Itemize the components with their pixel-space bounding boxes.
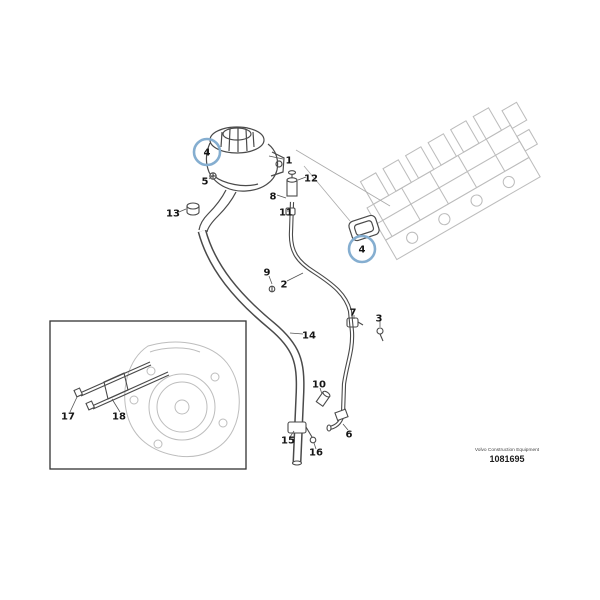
clip-7 (346, 317, 364, 328)
flywheel-housing-sketch (124, 341, 240, 458)
stud-18 (85, 371, 170, 411)
callout-4: 4 (204, 148, 211, 159)
brand-text: Volvo Construction Equipment (475, 447, 540, 453)
callout-3: 3 (376, 314, 383, 325)
callout-1: 1 (286, 156, 293, 167)
engine-block-sketch (359, 101, 541, 261)
callout-6: 6 (346, 430, 353, 441)
highlight-ring-icon (347, 234, 377, 264)
callout-leaders (69, 155, 381, 450)
cap-13 (186, 202, 200, 216)
callout-13: 13 (166, 209, 180, 220)
fitting-8-12 (286, 170, 298, 197)
callout-7: 7 (350, 308, 357, 319)
hose-14 (197, 229, 305, 466)
callout-15: 15 (281, 436, 295, 447)
vent-pipe (288, 201, 355, 415)
screw-16 (309, 436, 317, 444)
bolt-3 (376, 327, 384, 342)
highlight-circle-4: 4 (347, 234, 377, 264)
plug-10 (315, 390, 331, 407)
clamp-15 (287, 421, 313, 438)
highlight-circle-4: 4 (192, 137, 222, 167)
callout-10: 10 (312, 380, 326, 391)
inset-box (49, 320, 247, 470)
callout-8: 8 (270, 192, 277, 203)
callout-12: 12 (304, 174, 318, 185)
highlight-ring-icon (192, 137, 222, 167)
breather-assembly (198, 126, 285, 233)
highlight-layer: 44 (192, 137, 377, 264)
callout-11: 11 (279, 208, 293, 219)
bolt-9 (268, 285, 276, 293)
mount-leader-lines (295, 149, 391, 222)
callout-4: 4 (359, 245, 366, 256)
callout-16: 16 (309, 448, 323, 459)
callout-14: 14 (302, 331, 316, 342)
clamp-11 (285, 207, 296, 216)
callout-17: 17 (61, 412, 75, 423)
callout-9: 9 (264, 268, 271, 279)
callout-5: 5 (202, 177, 209, 188)
callout-2: 2 (281, 280, 288, 291)
part-number-text: 1081695 (489, 454, 524, 464)
callout-18: 18 (112, 412, 126, 423)
fitting-6 (326, 408, 349, 432)
gasket-4 (348, 214, 380, 242)
